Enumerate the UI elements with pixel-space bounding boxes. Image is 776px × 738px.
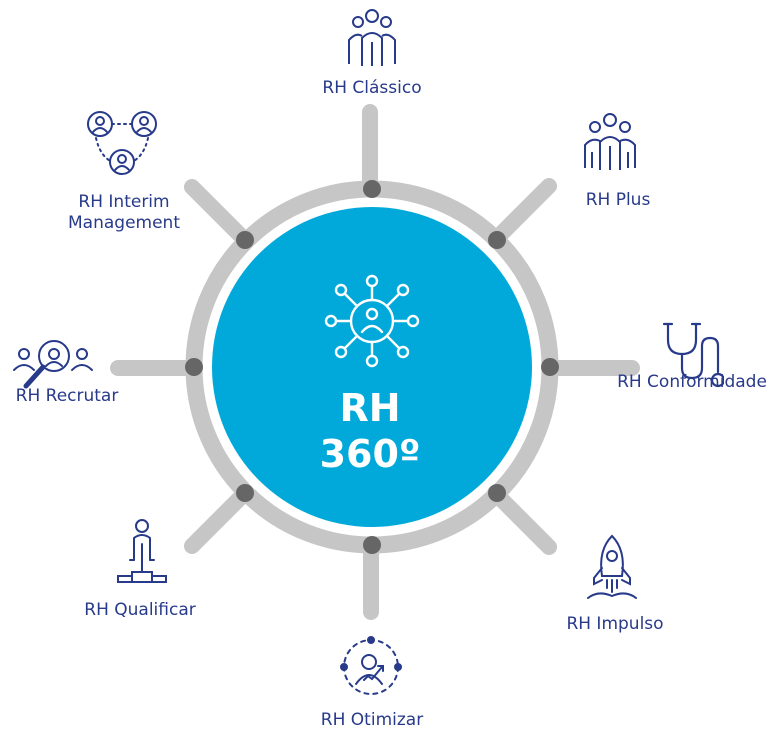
- stethoscope-icon: [660, 320, 724, 392]
- center-title-line1: RH: [339, 386, 401, 430]
- spoke-plus: [487, 178, 557, 248]
- group-people-icon: [344, 8, 400, 70]
- node-label-impulso: RH Impulso: [566, 614, 664, 634]
- spoke-qualificar: [184, 485, 253, 554]
- group-people-icon: [580, 112, 640, 174]
- node-label-plus: RH Plus: [585, 190, 651, 210]
- node-label-interim-line1: RH Interim: [78, 192, 170, 212]
- joint-plus: [488, 231, 506, 249]
- spoke-interim: [184, 179, 253, 248]
- joint-classico: [363, 180, 381, 198]
- network-person-icon: [324, 274, 420, 368]
- magnifier-person-icon: [10, 338, 96, 390]
- podium-person-icon: [114, 516, 170, 586]
- node-label-qualificar: RH Qualificar: [84, 600, 196, 620]
- connected-people-icon: [84, 108, 160, 176]
- joint-interim: [236, 231, 254, 249]
- joint-qualificar: [236, 484, 254, 502]
- joint-impulso: [488, 484, 506, 502]
- node-label-conformidade: RH Conformidade: [617, 372, 767, 392]
- joint-conformidade: [541, 358, 559, 376]
- joint-recrutar: [185, 358, 203, 376]
- rocket-icon: [584, 532, 640, 604]
- joint-otimizar: [363, 536, 381, 554]
- center-title-line2: 360º: [319, 432, 421, 476]
- node-label-otimizar: RH Otimizar: [320, 710, 424, 730]
- growth-person-icon: [340, 636, 402, 698]
- spoke-impulso: [487, 485, 557, 555]
- node-label-interim-line2: Management: [68, 213, 180, 233]
- node-label-recrutar: RH Recrutar: [15, 386, 119, 406]
- node-label-classico: RH Clássico: [322, 78, 422, 98]
